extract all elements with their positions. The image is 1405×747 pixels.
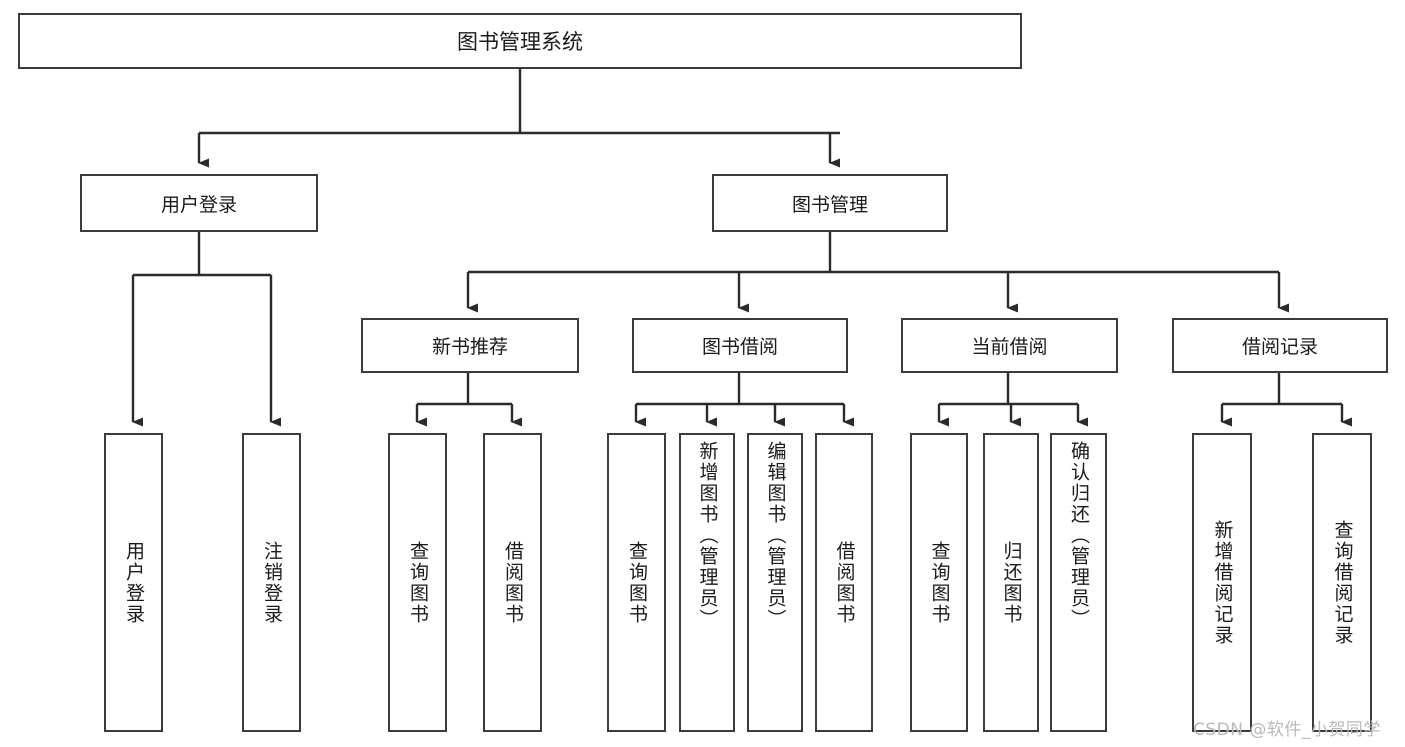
node-book-management[interactable]: 图书管理 — [712, 174, 948, 232]
node-label: 图书管理 — [791, 193, 868, 216]
node-leaf-borrow-book-rec[interactable]: 借阅图书 — [483, 433, 542, 732]
node-leaf-query-borrow-record[interactable]: 查询借阅记录 — [1312, 433, 1372, 732]
node-leaf-return-book[interactable]: 归还图书 — [983, 433, 1039, 732]
edges-bookmgmt-to-level3 — [466, 232, 1289, 313]
node-book-borrow[interactable]: 图书借阅 — [632, 318, 848, 373]
edges-root-to-level2 — [197, 69, 840, 168]
node-leaf-add-borrow-record[interactable]: 新增借阅记录 — [1192, 433, 1252, 732]
node-label: 图书借阅 — [701, 336, 778, 358]
node-label: 归还图书 — [1000, 540, 1023, 625]
node-leaf-query-book-current[interactable]: 查询图书 — [910, 433, 968, 732]
node-label: 借阅图书 — [502, 540, 524, 625]
node-leaf-query-book-borrow[interactable]: 查询图书 — [607, 433, 666, 732]
node-label: 借阅记录 — [1241, 336, 1318, 358]
node-label: 借阅图书 — [833, 540, 856, 625]
node-borrow-record[interactable]: 借阅记录 — [1172, 318, 1388, 373]
node-leaf-confirm-return-admin[interactable]: 确认归还（管理员） — [1050, 433, 1107, 732]
node-leaf-add-book-admin[interactable]: 新增图书（管理员） — [679, 433, 735, 732]
node-leaf-logout[interactable]: 注销登录 — [242, 433, 301, 732]
node-leaf-query-book-rec[interactable]: 查询图书 — [388, 433, 447, 732]
node-label: 新书推荐 — [431, 336, 508, 358]
node-label: 确认归还（管理员） — [1068, 441, 1090, 630]
edges-userlogin-to-leaves — [131, 232, 281, 427]
edges-bookborrow-to-leaves — [634, 373, 854, 427]
node-leaf-borrow-book[interactable]: 借阅图书 — [815, 433, 873, 732]
node-leaf-edit-book-admin[interactable]: 编辑图书（管理员） — [747, 433, 803, 732]
csdn-watermark: CSDN @软件_小贺同学 — [1193, 720, 1381, 740]
node-label: 注销登录 — [261, 540, 283, 625]
node-label: 当前借阅 — [971, 336, 1048, 358]
node-label: 用户登录 — [160, 193, 237, 216]
node-leaf-user-login[interactable]: 用户登录 — [104, 433, 163, 732]
node-label: 新增借阅记录 — [1211, 519, 1234, 646]
node-label: 编辑图书（管理员） — [764, 441, 787, 630]
node-user-login[interactable]: 用户登录 — [80, 174, 318, 232]
node-label: 查询图书 — [626, 540, 648, 625]
edges-borrowrecord-to-leaves — [1220, 373, 1352, 427]
node-label: 新增图书（管理员） — [696, 441, 719, 630]
node-label: 查询借阅记录 — [1331, 519, 1354, 646]
node-label: 用户登录 — [123, 540, 145, 625]
node-label: 查询图书 — [407, 540, 429, 625]
node-current-borrow[interactable]: 当前借阅 — [901, 318, 1118, 373]
node-new-book-recommend[interactable]: 新书推荐 — [361, 318, 579, 373]
node-label: 图书管理系统 — [457, 30, 583, 54]
edges-newbook-to-leaves — [415, 373, 522, 427]
node-label: 查询图书 — [928, 540, 951, 625]
edges-currentborrow-to-leaves — [937, 373, 1088, 427]
node-root-system[interactable]: 图书管理系统 — [18, 13, 1022, 69]
